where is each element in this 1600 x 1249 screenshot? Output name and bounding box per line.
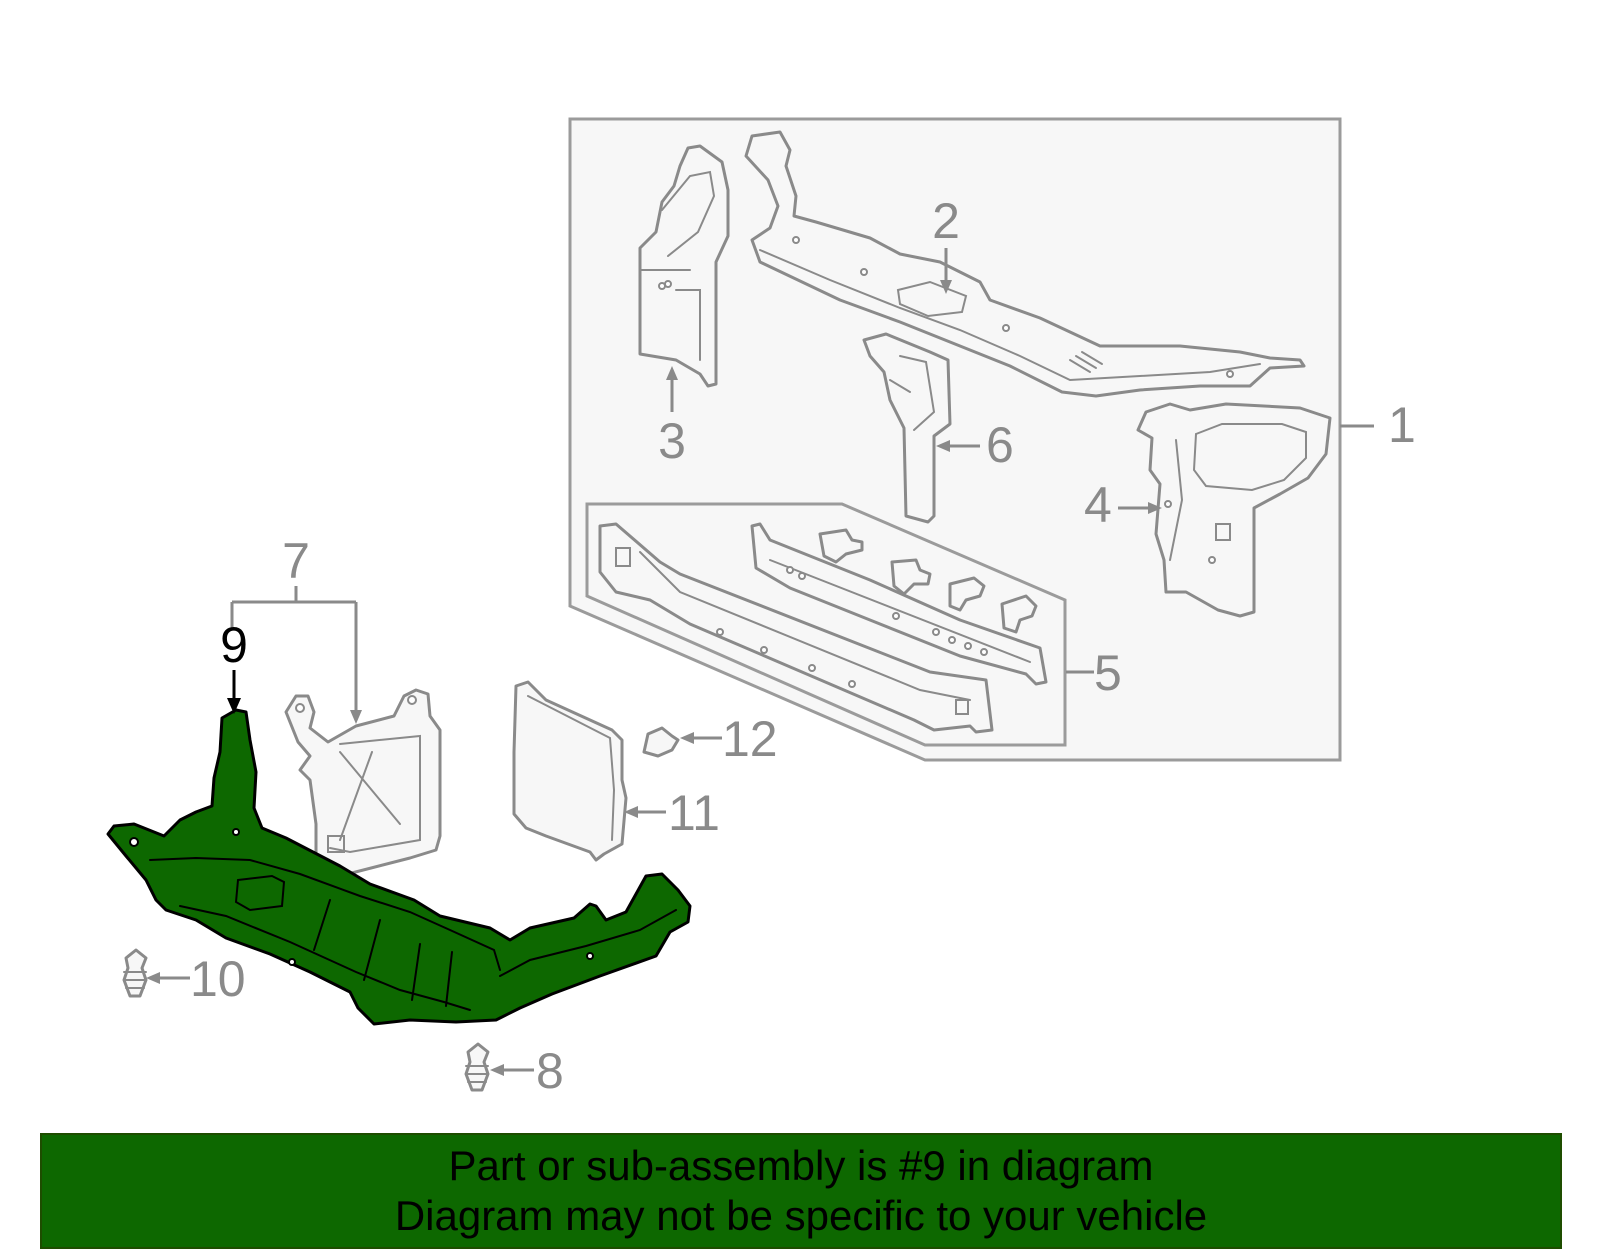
callout-1: 1 (1388, 397, 1416, 453)
parts-diagram: 1 2 3 4 5 6 7 8 9 10 11 12 (106, 117, 1416, 1099)
part-4-side-frame (1136, 402, 1332, 618)
part-8-bolt (464, 1042, 490, 1092)
callout-4: 4 (1084, 477, 1112, 533)
banner-line-part: Part or sub-assembly is #9 in diagram (448, 1142, 1154, 1189)
part-3-bracket (638, 144, 730, 388)
leaders (146, 248, 1374, 1076)
part-7-air-guide (284, 688, 442, 882)
callout-5: 5 (1094, 645, 1122, 701)
info-banner: Part or sub-assembly is #9 in diagram Di… (40, 1133, 1562, 1249)
part-10-bolt (122, 948, 148, 998)
callout-11: 11 (668, 785, 720, 841)
callout-3: 3 (658, 413, 686, 469)
callout-9: 9 (220, 617, 248, 673)
part-6-center-stay (862, 332, 952, 524)
assembly-box-1 (568, 117, 1342, 762)
part-12-clip (642, 726, 680, 758)
part-9-splash-shield (106, 708, 692, 1026)
part-11-panel (512, 680, 628, 862)
callout-2: 2 (932, 193, 960, 249)
part-2-upper-crossmember (744, 130, 1306, 398)
callout-6: 6 (986, 417, 1014, 473)
part-5-lower-crossmember (598, 522, 1048, 734)
callout-12: 12 (722, 711, 778, 767)
assembly-box-5 (585, 502, 1067, 747)
callout-7: 7 (282, 533, 310, 589)
callout-10: 10 (190, 951, 246, 1007)
callout-8: 8 (536, 1043, 564, 1099)
banner-line-disclaimer: Diagram may not be specific to your vehi… (394, 1192, 1208, 1239)
